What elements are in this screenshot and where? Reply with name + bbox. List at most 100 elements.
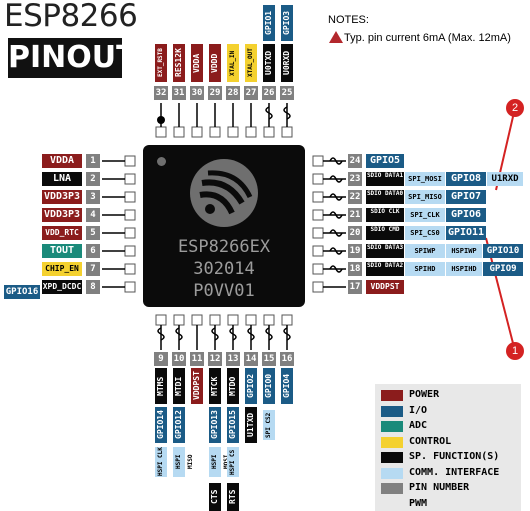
pwm-icon: [265, 327, 273, 341]
spi-label: SPI_CLK: [405, 208, 445, 222]
spi-label: SPI_MISO: [405, 190, 445, 204]
marker-2: 2: [506, 99, 524, 117]
comm-label: U1RXD: [487, 172, 523, 186]
pin-number: 9: [154, 352, 168, 366]
pwm-icon: [229, 327, 237, 341]
pin-pad: [312, 191, 324, 203]
pin-number: 25: [280, 86, 294, 100]
gpio-label: U1TXD: [245, 407, 257, 443]
pin-label: VDDPST: [366, 280, 404, 294]
pwm-icon: [175, 327, 183, 341]
gpio-label: GPIO8: [446, 172, 486, 186]
pin-label: LNA: [42, 172, 82, 186]
legend-swatch: [381, 452, 403, 463]
legend-swatch: [381, 436, 403, 448]
pin-pad: [173, 314, 185, 326]
pin-number: 8: [86, 280, 100, 294]
pin-pad: [191, 126, 203, 138]
pinout-banner: PINOUT: [8, 38, 137, 78]
pwm-icon: [247, 327, 255, 341]
gpio-label: GPIO14: [155, 407, 167, 443]
pin-number: 31: [172, 86, 186, 100]
pin-label: VDDD: [209, 44, 221, 82]
pin-number: 22: [348, 190, 362, 204]
pwm-icon: [211, 327, 219, 341]
pin-pad: [312, 281, 324, 293]
pin-number: 3: [86, 190, 100, 204]
legend-swatch: [381, 405, 403, 417]
sdio-label: SDIO DATA0: [366, 190, 404, 204]
sdio-label: SDIO DATA1: [366, 172, 404, 186]
chip-date: 302014: [193, 259, 255, 279]
pin-label: EXT_RSTB: [155, 44, 167, 82]
legend-swatch: [381, 390, 403, 401]
pin-pad: [124, 191, 136, 203]
pin-number: 15: [262, 352, 276, 366]
pin-pad: [245, 314, 257, 326]
pin-label: VDD3P3: [42, 208, 82, 222]
reset-dot: [157, 116, 165, 124]
gpio-label: GPIO1: [263, 5, 275, 41]
pin-label: VDD_RTC: [42, 226, 82, 240]
spi-label: SPI_MOSI: [405, 172, 445, 186]
pin-pad: [155, 314, 167, 326]
pin-pad: [312, 245, 324, 257]
pin-label: MTDI: [173, 368, 185, 404]
pin-number: 10: [172, 352, 186, 366]
gpio-label: GPIO7: [446, 190, 486, 204]
gpio-label: GPIO12: [173, 407, 185, 443]
legend-swatch: [381, 483, 403, 494]
pin-label: GPIO2: [245, 368, 257, 404]
pin-label: TOUT: [42, 244, 82, 258]
hspi-label: HSPIWP: [446, 244, 482, 258]
pin-label: GPIO4: [281, 368, 293, 404]
pin-label: GPIO5: [366, 154, 404, 168]
pin-pad: [124, 263, 136, 275]
pin-label: MTDO: [227, 368, 239, 404]
pin-pad: [124, 209, 136, 221]
gpio-label: GPIO15: [227, 407, 239, 443]
pin-pad: [227, 126, 239, 138]
legend-swatch: [381, 467, 403, 479]
pin-pad: [124, 245, 136, 257]
pin-label: U0TXD: [263, 44, 275, 82]
pwm-icon: [283, 106, 291, 120]
gpio-label: GPIO6: [446, 208, 486, 222]
pin-pad: [312, 263, 324, 275]
gpio-label: GPIO13: [209, 407, 221, 443]
pin-pad: [312, 209, 324, 221]
gpio-label: GPIO11: [446, 226, 486, 240]
pin-number: 6: [86, 244, 100, 258]
pin-label: XPD_DCDC: [42, 280, 82, 294]
pin-pad: [263, 126, 275, 138]
pin-label: RES12K: [173, 44, 185, 82]
pin-label: XTAL_IN: [227, 44, 239, 82]
pin-number: 2: [86, 172, 100, 186]
page-title: ESP8266: [4, 0, 138, 34]
notes-heading: NOTES:: [328, 14, 369, 26]
pin-label: XTAL_OUT: [245, 44, 257, 82]
pin-number: 26: [262, 86, 276, 100]
comm-label: RTS: [227, 483, 239, 511]
pin-number: 19: [348, 244, 362, 258]
pin-pad: [173, 126, 185, 138]
hspi-label: HSPIHD: [446, 262, 482, 276]
pin-number: 11: [190, 352, 204, 366]
pwm-icon: [265, 106, 273, 120]
comm-label: HSPI MISO: [173, 447, 194, 477]
chip-lot: P0VV01: [193, 281, 255, 301]
pin-pad: [155, 126, 167, 138]
pin-pad: [312, 155, 324, 167]
pin-pad: [124, 227, 136, 239]
legend-label: SP. FUNCTION(S): [409, 451, 500, 462]
pin-pad: [312, 173, 324, 185]
pwm-icon: [157, 327, 165, 341]
pin-number: 27: [244, 86, 258, 100]
pin-number: 18: [348, 262, 362, 276]
chip-model: ESP8266EX: [177, 237, 271, 257]
marker-1: 1: [506, 342, 524, 360]
pin-pad: [191, 314, 203, 326]
gpio-label: GPIO16: [4, 285, 40, 299]
pin-pad: [209, 314, 221, 326]
